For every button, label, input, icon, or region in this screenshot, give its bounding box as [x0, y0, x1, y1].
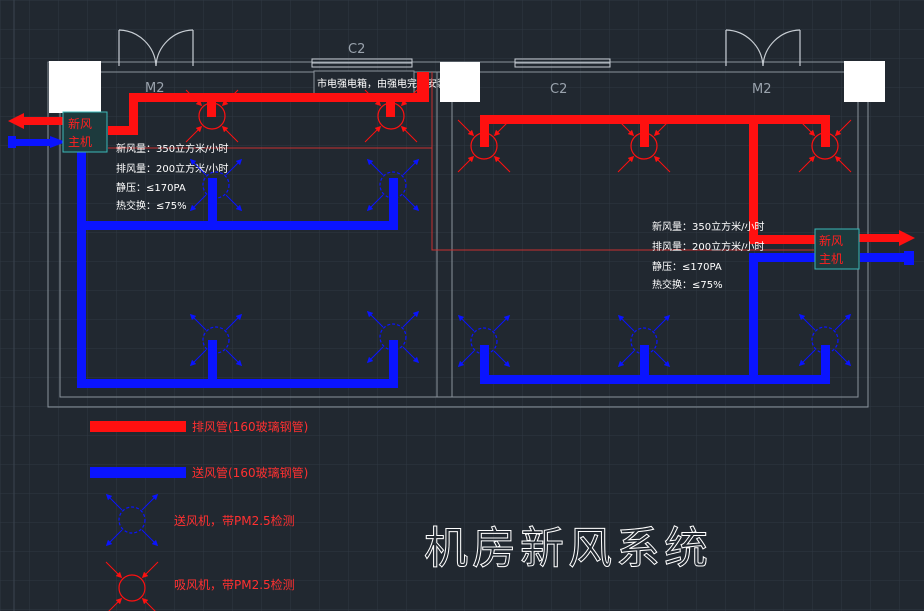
exhaust-pipe-right [480, 115, 830, 244]
label-m2-right: M2 [752, 82, 772, 97]
column-top-right [844, 61, 885, 102]
fresh-air-unit-right: 新风 主机 [814, 228, 860, 270]
legend-supply-fan-icon [105, 493, 159, 547]
supply-pipe-left [77, 152, 398, 388]
legend-exhaust-label: 排风管(160玻璃钢管) [192, 419, 308, 434]
door-m2-left [118, 29, 194, 67]
fan-symbols [185, 89, 852, 368]
legend-exhaust-fan-icon [105, 561, 159, 611]
exhaust-fan-icon-4 [798, 119, 852, 173]
legend-supply-fan-label: 送风机，带PM2.5检测 [174, 513, 295, 528]
diagram-title: 机房新风系统 [424, 523, 712, 574]
unit-left-label-1: 新风 [68, 116, 92, 131]
legend-supply-swatch [90, 467, 186, 478]
spec-block-left: 新风量：350立方米/小时 排风量：200立方米/小时 静压：≤170PA 热交… [116, 142, 228, 212]
label-c2-right: C2 [550, 82, 567, 97]
supply-pipe-right [480, 251, 914, 384]
exhaust-fan-icon-3 [617, 119, 671, 173]
supply-inlet-left-stub [8, 136, 16, 148]
supply-fan-icon-9 [457, 314, 511, 368]
supply-fan-icon-11 [798, 313, 852, 367]
unit-right-label-1: 新风 [819, 233, 843, 248]
exhaust-fan-icon-2 [457, 119, 511, 173]
column-top-left [49, 61, 101, 113]
electrical-box-red-marker [417, 72, 429, 102]
control-wire-right [431, 148, 814, 251]
spec-right-fresh: 新风量：350立方米/小时 [652, 220, 764, 233]
spec-right-heat: 热交换：≤75% [652, 278, 723, 291]
supply-fan-icon-8 [366, 310, 420, 364]
spec-left-fresh: 新风量：350立方米/小时 [116, 142, 228, 155]
spec-right-pressure: 静压：≤170PA [652, 260, 722, 273]
supply-fan-icon-5 [189, 158, 243, 212]
unit-left-label-2: 主机 [68, 135, 92, 149]
door-m2-right [725, 29, 801, 67]
spec-left-heat: 热交换：≤75% [116, 199, 187, 212]
exhaust-outlet-arrow-left [8, 113, 66, 129]
label-m2-left: M2 [145, 81, 165, 96]
exhaust-outlet-arrow-right [859, 230, 915, 246]
spec-right-exhaust: 排风量：200立方米/小时 [652, 240, 764, 253]
exhaust-pipe-left [108, 93, 419, 135]
spec-left-pressure: 静压：≤170PA [116, 181, 186, 194]
spec-block-right: 新风量：350立方米/小时 排风量：200立方米/小时 静压：≤170PA 热交… [652, 220, 764, 291]
legend-supply-label: 送风管(160玻璃钢管) [192, 465, 308, 480]
column-top-middle [440, 62, 480, 102]
legend: 排风管(160玻璃钢管) 送风管(160玻璃钢管) 送风机，带PM2.5检测 吸… [90, 419, 308, 611]
electrical-box-note: 市电强电箱，由强电完成安装 [317, 77, 447, 90]
supply-inlet-arrow-left [10, 136, 66, 148]
exhaust-fan-icon-0 [185, 89, 239, 143]
supply-fan-icon-10 [617, 314, 671, 368]
supply-fan-icon-7 [189, 313, 243, 367]
fresh-air-unit-left: 新风 主机 [62, 111, 108, 153]
unit-right-label-2: 主机 [819, 252, 843, 266]
spec-left-exhaust: 排风量：200立方米/小时 [116, 162, 228, 175]
window-c2-left [311, 58, 413, 68]
exhaust-fan-icon-1 [364, 89, 418, 143]
supply-fan-icon-6 [366, 158, 420, 212]
window-c2-right [514, 58, 611, 68]
legend-exhaust-swatch [90, 421, 186, 432]
label-c2-left: C2 [348, 42, 365, 57]
legend-exhaust-fan-label: 吸风机，带PM2.5检测 [174, 577, 295, 592]
legend-fan-symbols [105, 493, 159, 611]
